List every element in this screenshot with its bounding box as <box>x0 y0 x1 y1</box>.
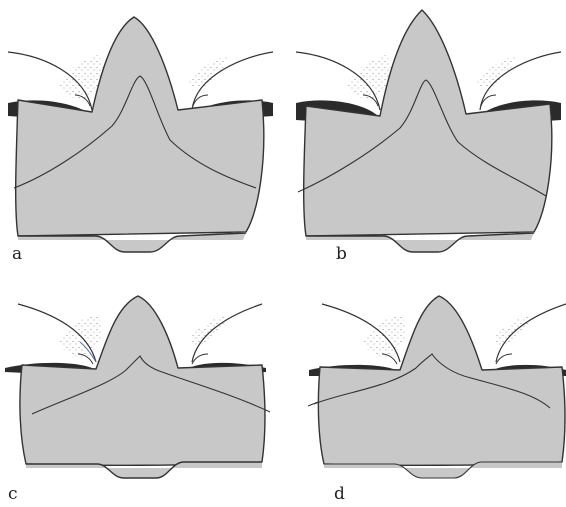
panel-label-b: b <box>336 244 347 264</box>
panel-label-a: a <box>12 244 22 264</box>
panel-d <box>308 296 566 478</box>
panel-b <box>296 10 561 252</box>
panel-a <box>8 17 273 252</box>
panel-c <box>5 296 270 478</box>
panel-label-d: d <box>334 484 345 504</box>
panel-label-c: c <box>8 484 18 504</box>
